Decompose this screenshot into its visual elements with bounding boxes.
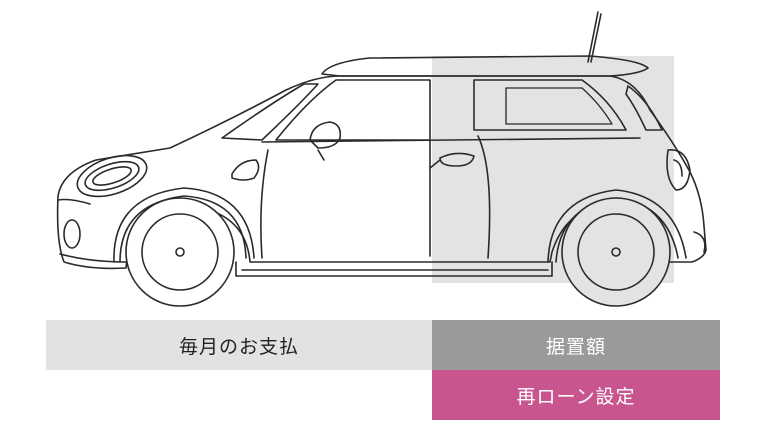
deferred-amount-segment: 据置額 xyxy=(432,320,720,370)
reloan-setting-label: 再ローン設定 xyxy=(516,385,636,408)
reloan-setting-button[interactable]: 再ローン設定 xyxy=(432,370,720,420)
monthly-payment-segment: 毎月のお支払 xyxy=(46,320,432,370)
monthly-payment-label: 毎月のお支払 xyxy=(178,335,299,358)
deferred-amount-label: 据置額 xyxy=(545,335,606,358)
car-illustration xyxy=(56,11,707,307)
